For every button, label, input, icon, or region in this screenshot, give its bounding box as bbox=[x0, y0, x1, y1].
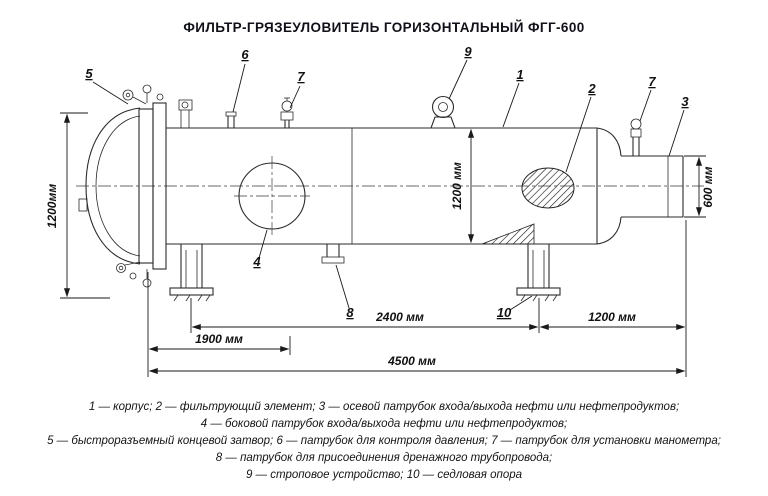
callout-manometer-right: 7 bbox=[648, 74, 656, 89]
callout-axial-nozzle: 3 bbox=[681, 94, 689, 109]
callout-saddle: 10 bbox=[497, 305, 512, 320]
callout-body: 1 bbox=[516, 67, 523, 82]
callout-filter: 2 bbox=[587, 81, 596, 96]
dimension-nozzle-diameter: 600 мм bbox=[684, 155, 715, 218]
closure-head bbox=[78, 84, 167, 288]
legend-line-4: 8 — патрубок для присоединения дренажног… bbox=[215, 452, 553, 464]
dimension-shell-diameter: 1200 мм bbox=[450, 128, 475, 244]
callout-side-nozzle: 4 bbox=[252, 254, 261, 269]
callout-leaders bbox=[92, 59, 685, 311]
callout-pressure-nozzle: 6 bbox=[241, 47, 249, 62]
axial-nozzle bbox=[621, 155, 684, 218]
filter-element bbox=[481, 167, 575, 245]
side-nozzle bbox=[238, 162, 306, 230]
dim-total-length: 4500 мм bbox=[387, 354, 436, 368]
dim-saddle-span: 2400 мм bbox=[375, 310, 424, 324]
manometer-nozzle-right bbox=[630, 118, 642, 156]
callout-numbers: 5 6 7 9 1 2 7 3 4 8 10 bbox=[85, 44, 689, 320]
dim-shell-diameter: 1200 мм bbox=[450, 162, 464, 210]
callout-manometer-left: 7 bbox=[297, 69, 305, 84]
dimension-head-diameter: 1200мм bbox=[45, 112, 110, 299]
saddle-right bbox=[516, 244, 561, 302]
legend-line-1: 1 — корпус; 2 — фильтрующий элемент; 3 —… bbox=[88, 401, 680, 413]
drain-nozzle bbox=[321, 244, 345, 264]
legend: 1 — корпус; 2 — фильтрующий элемент; 3 —… bbox=[0, 399, 768, 484]
callout-closure: 5 bbox=[85, 66, 93, 81]
dim-left-span: 1900 мм bbox=[195, 332, 243, 346]
legend-line-5: 9 — строповое устройство; 10 — седловая … bbox=[245, 469, 523, 481]
callout-sling: 9 bbox=[464, 44, 472, 59]
sling-device bbox=[430, 95, 456, 129]
drawing-title: ФИЛЬТР-ГРЯЗЕУЛОВИТЕЛЬ ГОРИЗОНТАЛЬНЫЙ ФГГ… bbox=[183, 20, 585, 35]
legend-line-3: 5 — быстроразъемный концевой затвор; 6 —… bbox=[47, 435, 721, 447]
pressure-nozzle bbox=[225, 111, 237, 128]
dim-right-span: 1200 мм bbox=[588, 310, 636, 324]
callout-drain-nozzle: 8 bbox=[346, 305, 354, 320]
saddle-left bbox=[169, 244, 214, 302]
manometer-nozzle-left bbox=[280, 97, 294, 128]
legend-line-2: 4 — боковой патрубок входа/выхода нефти … bbox=[200, 418, 568, 430]
hinge-lug bbox=[178, 99, 193, 128]
dim-head-diameter: 1200мм bbox=[45, 184, 59, 229]
dimension-horizontal: 2400 мм 1200 мм 1900 мм 4500 мм bbox=[147, 220, 687, 377]
dim-nozzle-diameter: 600 мм bbox=[701, 166, 715, 207]
center-lines bbox=[76, 156, 704, 236]
